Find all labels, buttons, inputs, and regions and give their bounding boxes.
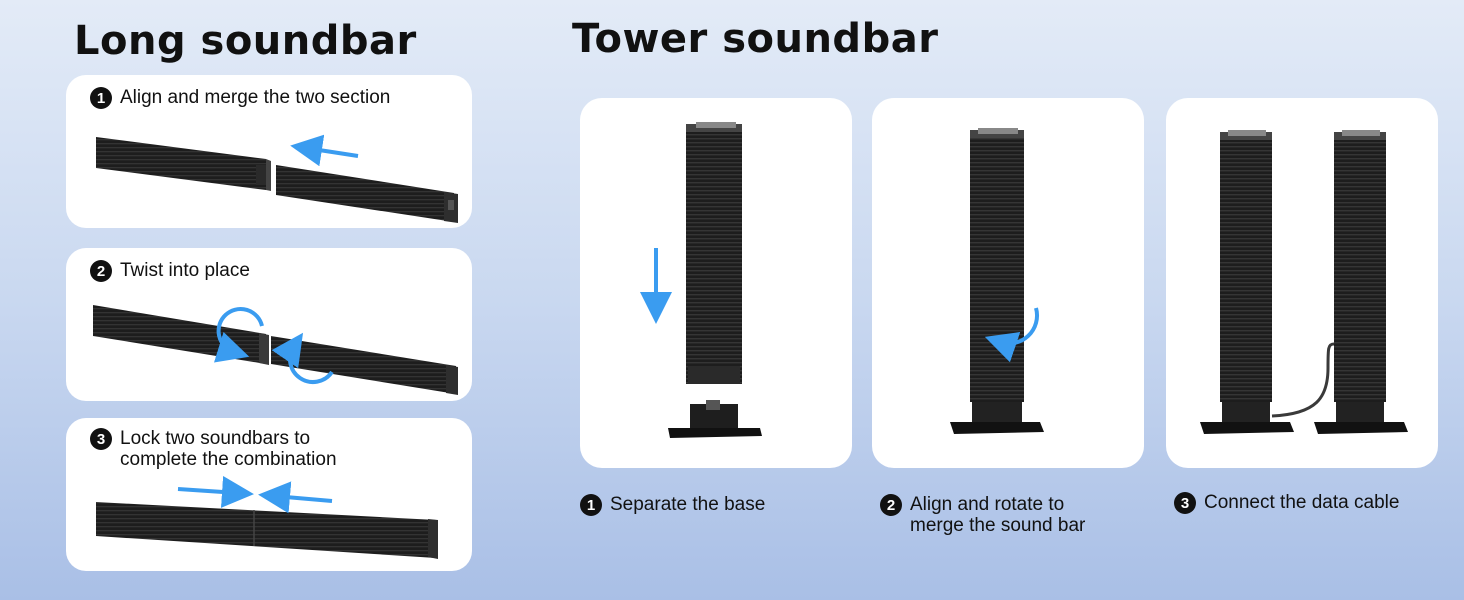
rotate-icon [271, 332, 334, 385]
step-card-align: 1 Align and merge the two section [66, 75, 472, 228]
step-label: Connect the data cable [1204, 492, 1400, 513]
tower-card-separate [580, 98, 852, 468]
long-soundbar-title: Long soundbar [74, 18, 417, 64]
tower-connect-illustration [1200, 130, 1408, 434]
arrow-left-icon [258, 481, 333, 514]
step-number-badge: 3 [1174, 492, 1196, 514]
step-number-badge: 3 [90, 428, 112, 450]
step-card-twist: 2 Twist into place [66, 248, 472, 401]
arrow-left-icon [290, 134, 359, 167]
tower-separate-illustration [640, 122, 762, 438]
tower-card-connect [1166, 98, 1438, 468]
step-label: Align and merge the two section [120, 87, 391, 108]
tower-card-rotate [872, 98, 1144, 468]
long-step-3: 3 Lock two soundbars to complete the com… [90, 428, 337, 470]
step-label: Separate the base [610, 494, 766, 515]
step-label: Lock two soundbars to complete the combi… [120, 428, 337, 470]
step-label: Twist into place [120, 260, 250, 281]
soundbar-twist-illustration [93, 305, 458, 395]
step-number-badge: 2 [90, 260, 112, 282]
tower-step-1: 1 Separate the base [580, 494, 765, 516]
tower-soundbar-title: Tower soundbar [572, 16, 939, 62]
step-number-badge: 1 [580, 494, 602, 516]
step-number-badge: 2 [880, 494, 902, 516]
long-step-2: 2 Twist into place [90, 260, 250, 282]
data-cable [1271, 342, 1335, 418]
tower-step-3: 3 Connect the data cable [1174, 492, 1399, 514]
step-number-badge: 1 [90, 87, 112, 109]
arrow-right-icon [177, 475, 254, 508]
step-label: Align and rotate to merge the sound bar [910, 494, 1086, 536]
tower-rotate-illustration [950, 128, 1044, 434]
soundbar-sections-illustration [96, 134, 458, 223]
soundbar-locked-illustration [96, 475, 438, 559]
long-step-1: 1 Align and merge the two section [90, 87, 390, 109]
rotate-icon [984, 307, 1039, 363]
step-card-lock: 3 Lock two soundbars to complete the com… [66, 418, 472, 571]
tower-step-2: 2 Align and rotate to merge the sound ba… [880, 494, 1085, 536]
rotate-icon [213, 307, 264, 363]
